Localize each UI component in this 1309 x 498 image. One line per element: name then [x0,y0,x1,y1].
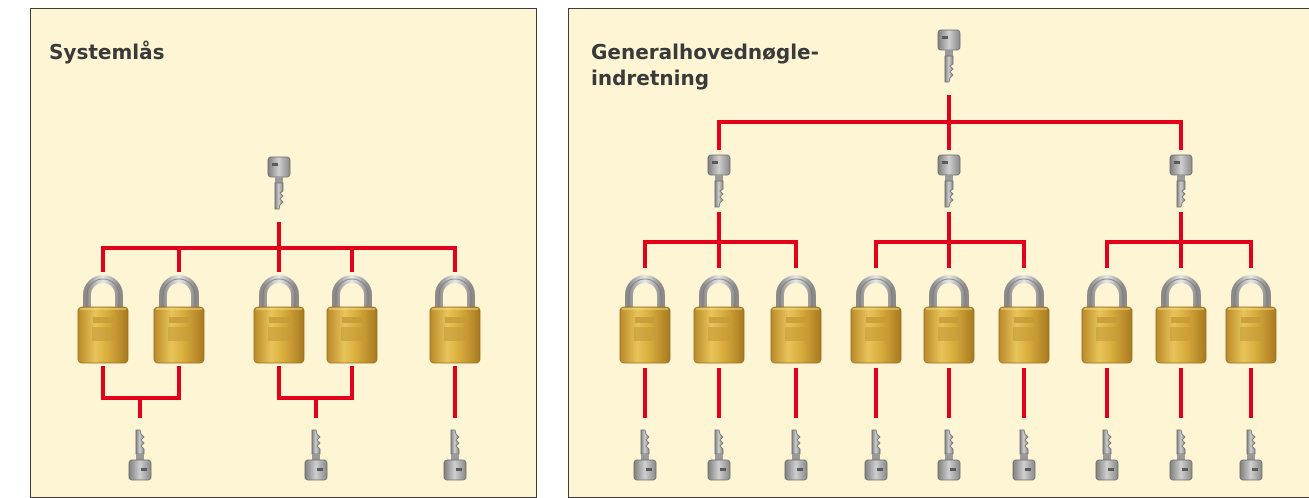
grand-master-key-panel: Generalhovednøgle- indretning [568,8,1309,498]
padlock-icon [923,275,975,364]
key-icon [1169,429,1193,481]
connector-lines [101,95,1253,418]
key-icon [1239,429,1263,481]
padlock-icon [1225,275,1277,364]
locks-and-keys [77,29,1277,481]
system-lock-panel: Systemlås [30,8,537,498]
grand-master-key-icon [937,29,961,83]
key-icon [633,429,657,481]
padlock-icon [850,275,902,364]
left-bottom-group-line [101,366,181,400]
padlock-icon [429,275,481,364]
padlock-icon [326,275,378,364]
padlock-icon [253,275,305,364]
padlock-icon [693,275,745,364]
key-icon [128,429,152,481]
key-icon [443,429,467,481]
system-lock-title: Systemlås [49,40,165,64]
master-key-icon [267,156,291,210]
key-icon [937,429,961,481]
key-icon [1095,429,1119,481]
group-master-key-icon [1169,154,1193,208]
padlock-icon [770,275,822,364]
grand-master-key-title: Generalhovednøgle- indretning [591,39,891,91]
padlock-icon [998,275,1050,364]
padlock-icon [77,275,129,364]
lock-key-diagram [77,29,1277,481]
key-icon [304,429,328,481]
key-icon [707,429,731,481]
group-master-key-icon [707,154,731,208]
grand-master-key-title-line-1: Generalhovednøgle- [591,40,819,64]
group-master-key-icon [937,154,961,208]
padlock-icon [1081,275,1133,364]
padlock-icon [1155,275,1207,364]
padlock-icon [153,275,205,364]
key-icon [864,429,888,481]
grand-master-key-title-line-2: indretning [591,66,710,90]
key-icon [1012,429,1036,481]
left-bottom-group-line [277,366,354,400]
padlock-icon [619,275,671,364]
key-icon [784,429,808,481]
